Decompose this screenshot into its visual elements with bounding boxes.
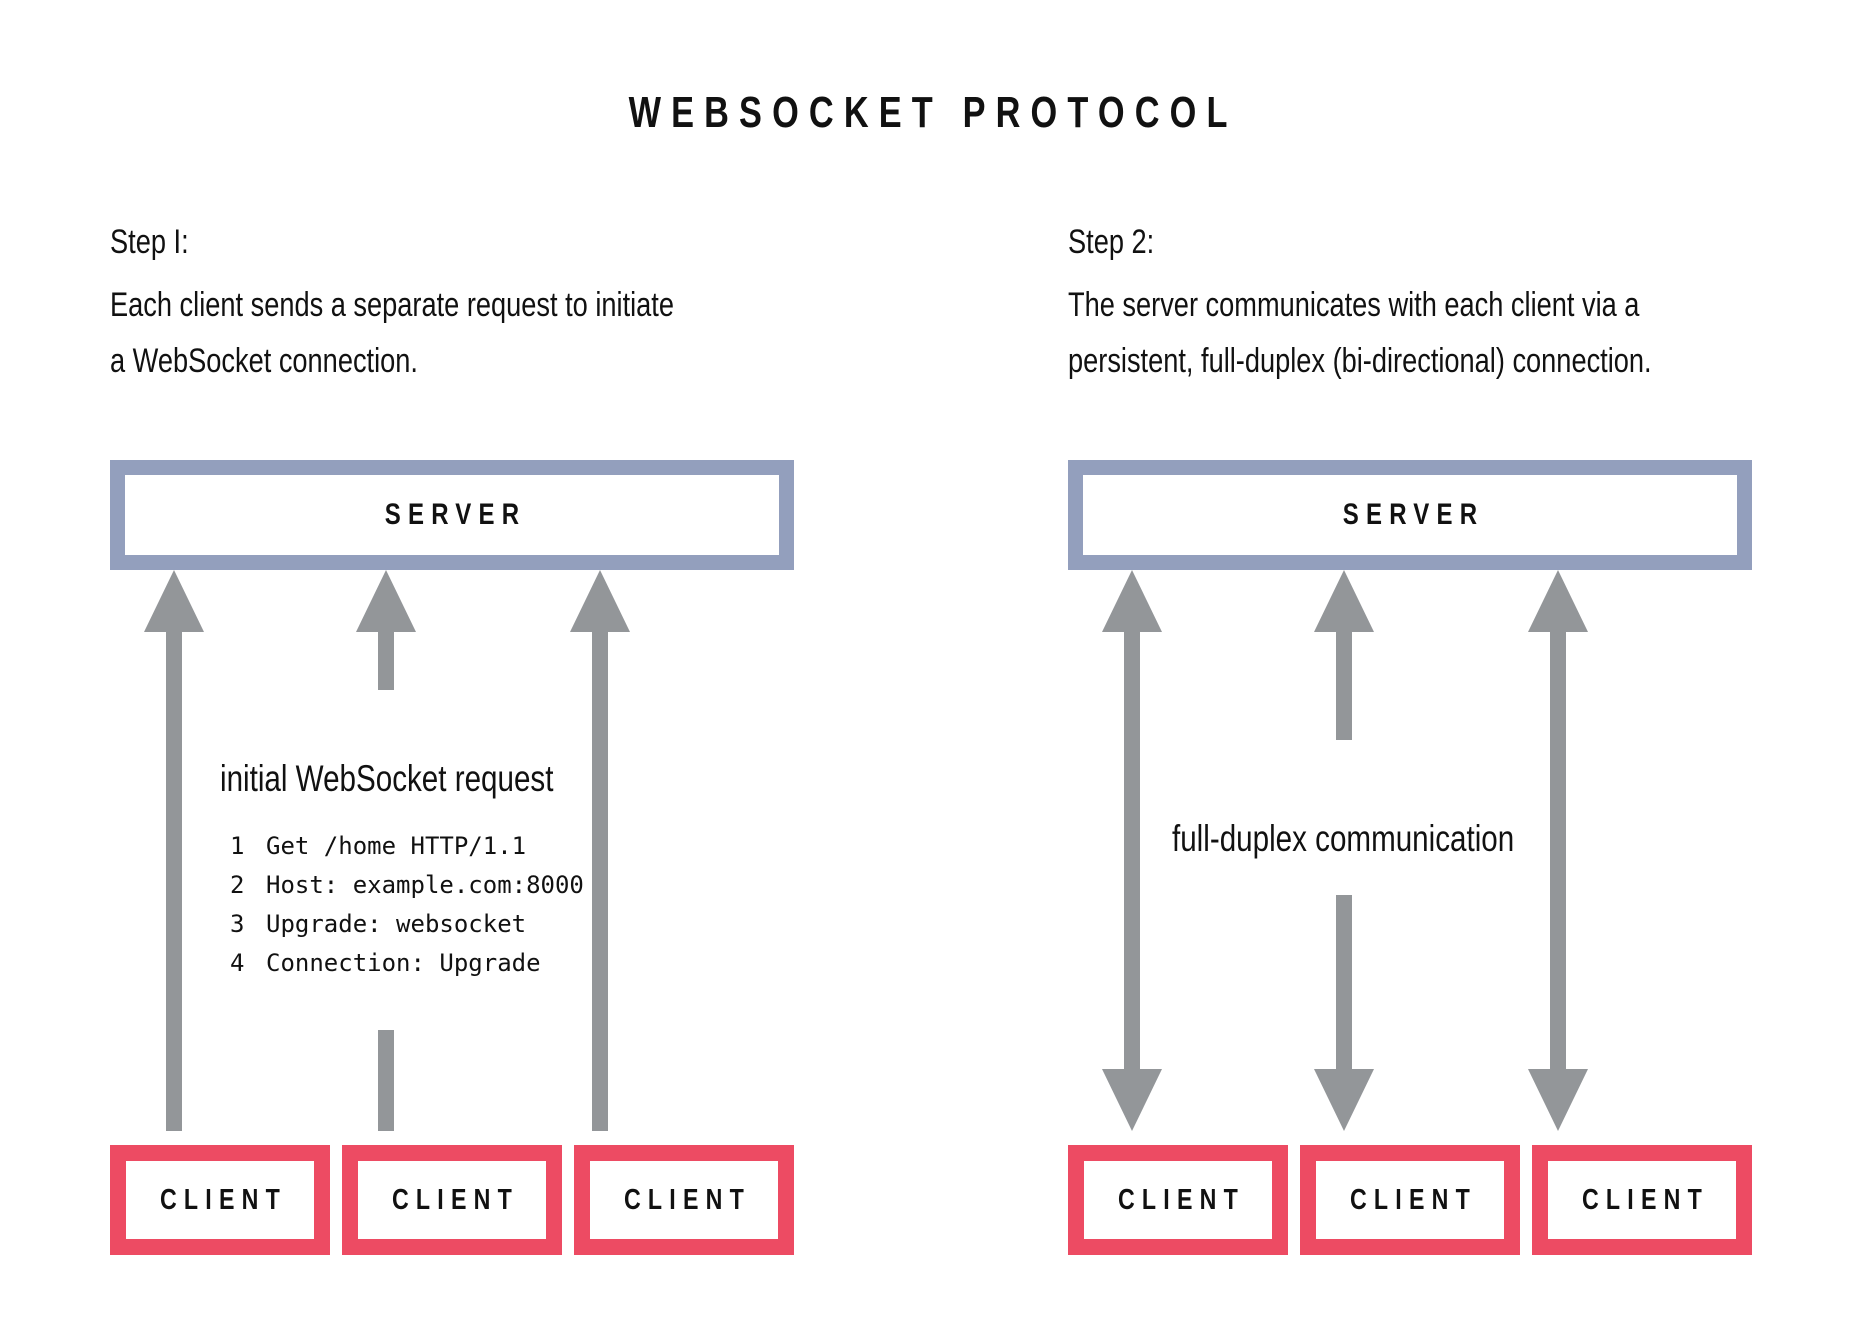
arrow-up-left	[144, 570, 204, 1131]
step-2-client-row: CLIENT CLIENT CLIENT	[1068, 1145, 1752, 1255]
code-line-text: Connection: Upgrade	[266, 949, 541, 977]
code-line: 4 Connection: Upgrade	[220, 944, 640, 983]
code-line-number: 1	[230, 832, 245, 860]
step-2-server-label: SERVER	[1342, 498, 1485, 531]
code-line-number: 3	[230, 910, 245, 938]
step-2-heading: Step 2:	[1068, 223, 1155, 261]
full-duplex-communication-label: full-duplex communication	[1172, 818, 1515, 859]
step-1-client-box-1: CLIENT	[110, 1145, 330, 1255]
step-2-description-line-1: The server communicates with each client…	[1068, 286, 1640, 324]
page-title: WEBSOCKET PROTOCOL	[628, 88, 1238, 137]
step-2-client-label-2: CLIENT	[1350, 1183, 1478, 1216]
code-line-number: 2	[230, 871, 245, 899]
step-2-client-box-1: CLIENT	[1068, 1145, 1288, 1255]
step-1-client-label-3: CLIENT	[624, 1183, 752, 1216]
code-line-number: 4	[230, 949, 245, 977]
code-line: 2 Host: example.com:8000	[220, 866, 640, 905]
code-line-text: Get /home HTTP/1.1	[266, 832, 527, 860]
step-2-description-line-2: persistent, full-duplex (bi-directional)…	[1068, 342, 1652, 380]
step-2-client-box-2: CLIENT	[1300, 1145, 1520, 1255]
arrow-up-middle	[356, 570, 416, 1131]
step-2-column: Step 2: The server communicates with eac…	[1068, 0, 1768, 1324]
step-1-client-box-3: CLIENT	[574, 1145, 794, 1255]
step-1-description-line-2: a WebSocket connection.	[110, 342, 418, 380]
code-line: 3 Upgrade: websocket	[220, 905, 640, 944]
step-1-heading: Step I:	[110, 223, 189, 261]
step-2-client-box-3: CLIENT	[1532, 1145, 1752, 1255]
arrow-bidirectional-left	[1102, 570, 1162, 1131]
step-1-client-label-1: CLIENT	[160, 1183, 288, 1216]
initial-websocket-request-label: initial WebSocket request	[220, 758, 554, 799]
step-1-description-line-1: Each client sends a separate request to …	[110, 286, 674, 324]
arrow-bidirectional-middle	[1314, 570, 1374, 1131]
step-1-arrow-group	[110, 570, 794, 1145]
step-1-server-label: SERVER	[384, 498, 527, 531]
step-1-client-label-2: CLIENT	[392, 1183, 520, 1216]
arrow-up-right	[570, 570, 630, 1131]
step-1-server-box: SERVER	[110, 460, 794, 570]
code-line-text: Host: example.com:8000	[266, 871, 584, 899]
arrow-bidirectional-right	[1528, 570, 1588, 1131]
step-2-arrow-group	[1068, 570, 1752, 1145]
step-1-column: Step I: Each client sends a separate req…	[110, 0, 810, 1324]
code-line-text: Upgrade: websocket	[266, 910, 527, 938]
step-2-client-label-1: CLIENT	[1118, 1183, 1246, 1216]
step-2-client-label-3: CLIENT	[1582, 1183, 1710, 1216]
step-1-annotation: initial WebSocket request 1 Get /home HT…	[220, 760, 640, 983]
step-1-client-box-2: CLIENT	[342, 1145, 562, 1255]
step-2-server-box: SERVER	[1068, 460, 1752, 570]
step-1-client-row: CLIENT CLIENT CLIENT	[110, 1145, 794, 1255]
http-request-code-listing: 1 Get /home HTTP/1.1 2 Host: example.com…	[220, 827, 640, 983]
code-line: 1 Get /home HTTP/1.1	[220, 827, 640, 866]
